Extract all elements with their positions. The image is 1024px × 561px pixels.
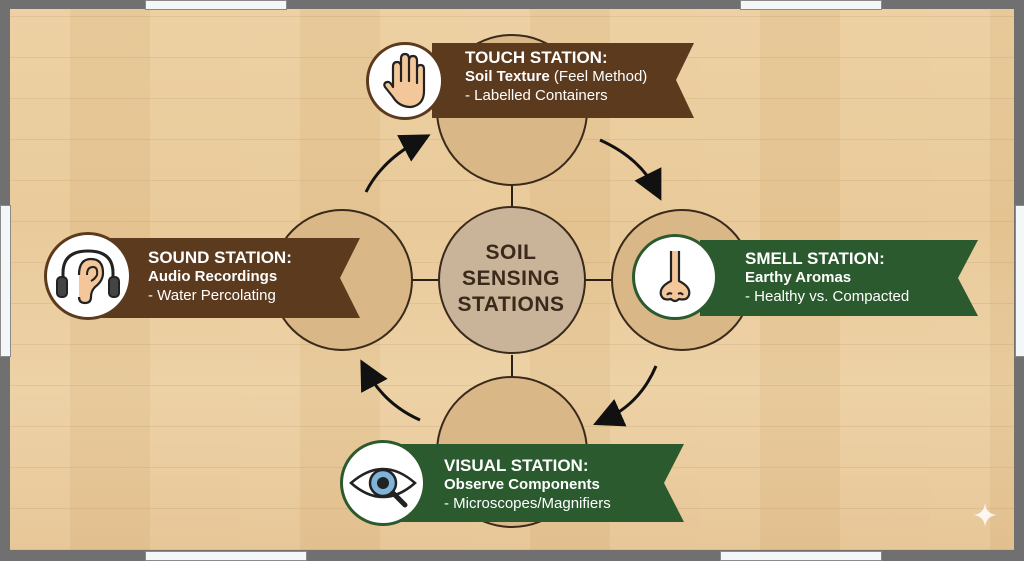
center-title-line1: SOIL (485, 241, 537, 264)
visual-banner (400, 444, 684, 522)
smell-station-title: SMELL STATION: (745, 249, 885, 268)
arrow-visual-to-sound (360, 359, 421, 422)
touch-station-subtitle: Soil Texture (Feel Method) (465, 68, 648, 85)
window-left (0, 205, 11, 357)
window-right (1015, 205, 1024, 357)
arrow-touch-to-smell (599, 138, 662, 201)
window-top-right (740, 0, 882, 10)
smell-icon-badge (632, 234, 718, 320)
touch-station-detail: - Labelled Containers (465, 87, 608, 104)
arrow-smell-to-visual (593, 365, 658, 427)
visual-station-subtitle: Observe Components (444, 476, 600, 493)
center-title-line3: STATIONS (457, 293, 565, 316)
sound-banner (90, 238, 360, 318)
center-title-line2: SENSING (461, 267, 561, 290)
smell-station-subtitle: Earthy Aromas (745, 269, 852, 286)
touch-station-label: TOUCH STATION: Soil Texture (Feel Method… (465, 48, 647, 105)
touch-banner (432, 43, 694, 118)
nose-icon (659, 251, 691, 303)
smell-banner (700, 240, 978, 316)
sparkle-icon (973, 503, 997, 527)
touch-station-title: TOUCH STATION: (465, 48, 608, 67)
sound-station-detail: - Water Percolating (148, 287, 276, 304)
flow-arrows (360, 134, 662, 427)
visual-icon-badge (340, 440, 426, 526)
hand-icon (383, 52, 426, 109)
visual-station-label: VISUAL STATION: Observe Components - Mic… (444, 456, 611, 513)
headphones-ear-icon (56, 249, 120, 305)
center-title: SOIL SENSING STATIONS (437, 240, 585, 318)
sound-icon-badge (44, 232, 132, 320)
eye-magnifier-icon (349, 467, 417, 508)
sound-station-subtitle: Audio Recordings (148, 268, 278, 285)
arrow-sound-to-touch (364, 134, 431, 193)
visual-station-title: VISUAL STATION: (444, 456, 589, 475)
sound-station-title: SOUND STATION: (148, 248, 292, 267)
window-top-left (145, 0, 287, 10)
center-disc (438, 206, 586, 354)
smell-station-label: SMELL STATION: Earthy Aromas - Healthy v… (745, 249, 909, 306)
smell-station-detail: - Healthy vs. Compacted (745, 288, 910, 305)
sound-station-label: SOUND STATION: Audio Recordings - Water … (148, 248, 292, 305)
visual-station-detail: - Microscopes/Magnifiers (444, 495, 611, 512)
touch-icon-badge (366, 42, 444, 120)
